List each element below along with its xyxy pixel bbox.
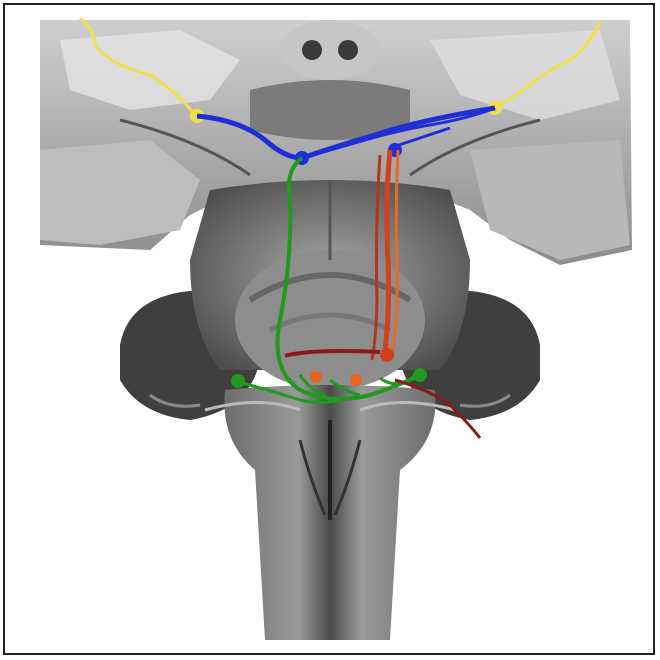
medulla-spinal-cord [205, 385, 455, 640]
red-node [380, 348, 394, 362]
orange-node-right [350, 374, 362, 386]
green-node-right [413, 368, 427, 382]
green-node-left [231, 374, 245, 388]
orange-node-left [310, 371, 322, 383]
pons [190, 180, 470, 390]
